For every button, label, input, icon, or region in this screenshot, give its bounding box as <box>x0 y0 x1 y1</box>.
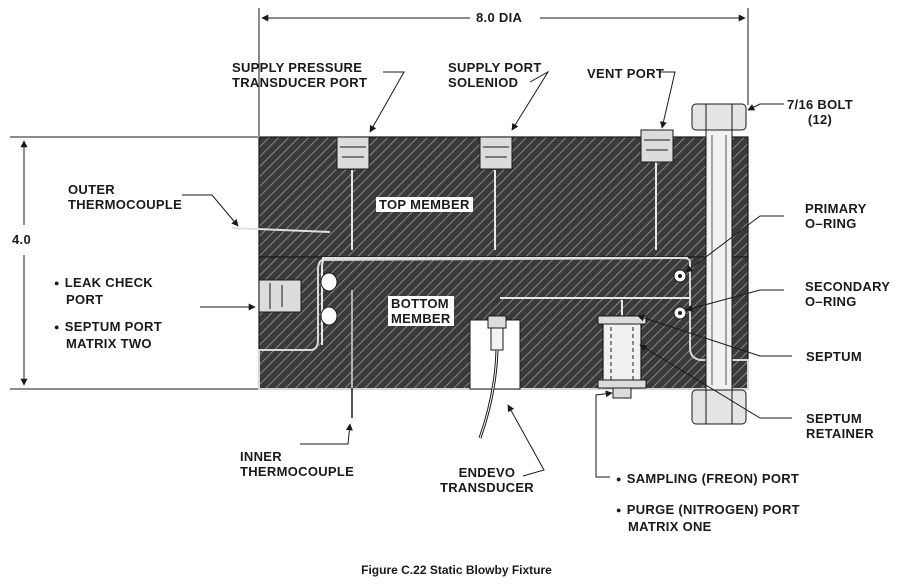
primary-oring <box>673 269 687 283</box>
septum-port-matrix-two-label: SEPTUM PORT MATRIX TWO <box>54 319 162 351</box>
figure-caption: Figure C.22 Static Blowby Fixture <box>361 563 552 577</box>
bolt-label: 7/16 BOLT (12) <box>787 97 854 127</box>
supply-pressure-transducer-port-label: SUPPLY PRESSURE TRANSDUCER PORT <box>232 60 368 90</box>
septum-retainer-block <box>597 315 647 399</box>
bolt <box>691 103 747 425</box>
supply-pressure-transducer-port <box>336 136 370 170</box>
outer-thermocouple-label: OUTER THERMOCOUPLE <box>68 182 183 212</box>
leader-lines <box>182 70 792 478</box>
height-dimension <box>10 136 258 390</box>
top-member-label: TOP MEMBER <box>376 197 473 212</box>
primary-oring-label: PRIMARY O–RING <box>805 201 867 231</box>
septum-retainer-label: SEPTUM RETAINER <box>806 411 874 441</box>
leak-check-port <box>258 279 302 313</box>
secondary-oring <box>673 306 687 320</box>
outer-thermocouple-wire <box>231 227 331 233</box>
endevo-transducer-label: ENDEVO TRANSDUCER <box>440 465 534 495</box>
vent-port <box>640 129 674 163</box>
height-label: 4.0 <box>9 232 34 247</box>
leak-check-port-label: LEAK CHECK PORT <box>54 275 153 307</box>
leak-check-orings <box>320 272 338 326</box>
sampling-port-label: SAMPLING (FREON) PORT <box>616 471 799 488</box>
purge-port-label: PURGE (NITROGEN) PORT MATRIX ONE <box>616 502 800 534</box>
supply-port-solenoid-label: SUPPLY PORT SOLENIOD <box>448 60 542 90</box>
bottom-member-label: BOTTOM MEMBER <box>388 296 454 326</box>
diameter-label: 8.0 DIA <box>473 10 526 25</box>
inner-thermocouple-label: INNER THERMOCOUPLE <box>240 449 355 479</box>
internal-passages <box>321 160 690 345</box>
vent-port-label: VENT PORT <box>587 66 665 81</box>
supply-port-solenoid <box>479 136 513 170</box>
secondary-oring-label: SECONDARY O–RING <box>805 279 891 309</box>
septum-label: SEPTUM <box>806 349 862 364</box>
diameter-dimension <box>258 8 749 136</box>
endevo-transducer <box>478 315 507 439</box>
